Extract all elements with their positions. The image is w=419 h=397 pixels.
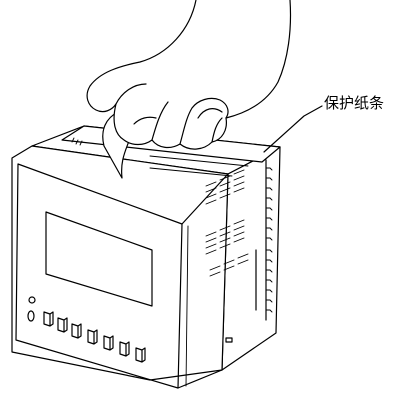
side-vent-slots [205, 169, 249, 277]
callout-leader-line [263, 105, 323, 153]
front-button-4 [87, 329, 98, 345]
callout-label-protective-paper: 保护纸条 [324, 94, 385, 112]
display-window [45, 211, 153, 307]
front-button-2 [57, 317, 68, 333]
front-button-3 [71, 323, 82, 339]
front-button-7 [135, 347, 146, 363]
led-indicator-bottom [27, 310, 35, 322]
front-button-row [27, 296, 146, 363]
hand-illustration [86, 0, 292, 150]
front-button-1 [43, 311, 54, 327]
device-side-face [221, 146, 281, 371]
front-button-6 [119, 341, 130, 357]
front-button-5 [103, 335, 114, 351]
led-indicator-top [28, 296, 36, 304]
side-label-mark [225, 337, 233, 343]
rear-terminal-block [255, 159, 273, 321]
